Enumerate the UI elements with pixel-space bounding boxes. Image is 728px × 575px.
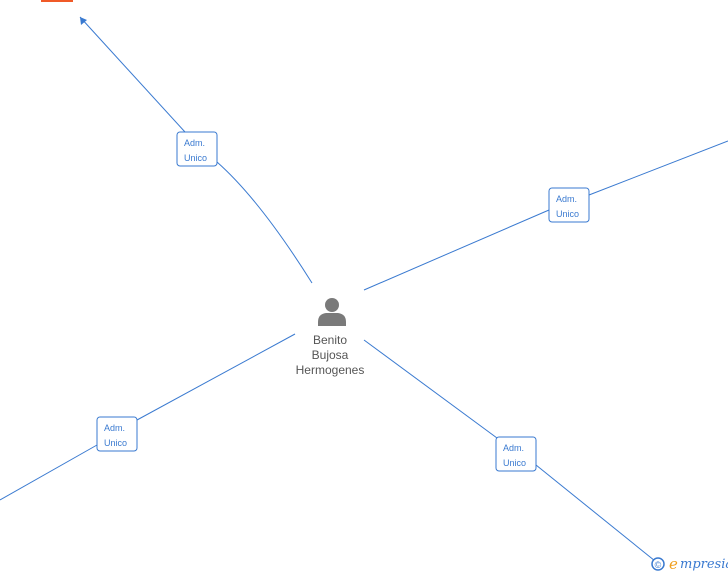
person-name-line-3: Hermogenes — [296, 363, 365, 377]
edge-bottom-left-line-lower — [0, 444, 98, 501]
edge-bottom-left-role-line-1: Adm. — [104, 423, 125, 433]
edge-bottom-right: Adm. Unico — [363, 339, 661, 566]
edge-right-role-line-2: Unico — [556, 209, 579, 219]
copyright-icon — [651, 557, 665, 571]
edge-bottom-right-line-upper — [363, 339, 498, 439]
empresia-logo: © e mpresia — [651, 555, 728, 573]
edge-bottom-left-role-line-2: Unico — [104, 438, 127, 448]
edge-bottom-left-line-upper — [136, 333, 296, 421]
edge-top-left-role-line-1: Adm. — [184, 138, 205, 148]
person-name-line-2: Bujosa — [312, 348, 349, 362]
edge-top-left: Adm. Unico — [79, 16, 313, 284]
edge-top-left-role-box[interactable] — [176, 131, 218, 167]
person-name-line-1: Benito — [313, 333, 347, 347]
edge-right-line-upper — [588, 140, 728, 196]
copyright-symbol: © — [655, 560, 662, 570]
person-node[interactable]: Benito Bujosa Hermogenes — [296, 298, 365, 377]
brand-name: mpresia — [680, 557, 728, 572]
arrowhead-icon — [80, 17, 87, 25]
edge-top-left-line-upper — [79, 16, 186, 133]
edge-bottom-right-role-box[interactable] — [495, 436, 537, 472]
edge-bottom-right-role-line-2: Unico — [503, 458, 526, 468]
edge-bottom-right-line-lower — [535, 464, 661, 566]
edge-right-role-box[interactable] — [548, 187, 590, 223]
edge-top-left-line — [216, 161, 313, 284]
person-icon — [318, 298, 346, 326]
edge-right-role-line-1: Adm. — [556, 194, 577, 204]
edge-right: Adm. Unico — [363, 140, 728, 291]
edge-bottom-right-role-line-1: Adm. — [503, 443, 524, 453]
company-node-top-left-fragment[interactable] — [41, 0, 73, 2]
edge-bottom-left-role-box[interactable] — [96, 416, 138, 452]
edge-right-line-lower — [363, 209, 550, 291]
brand-e-letter: e — [669, 555, 678, 573]
edge-top-left-role-line-2: Unico — [184, 153, 207, 163]
edge-bottom-left: Adm. Unico — [0, 333, 296, 501]
